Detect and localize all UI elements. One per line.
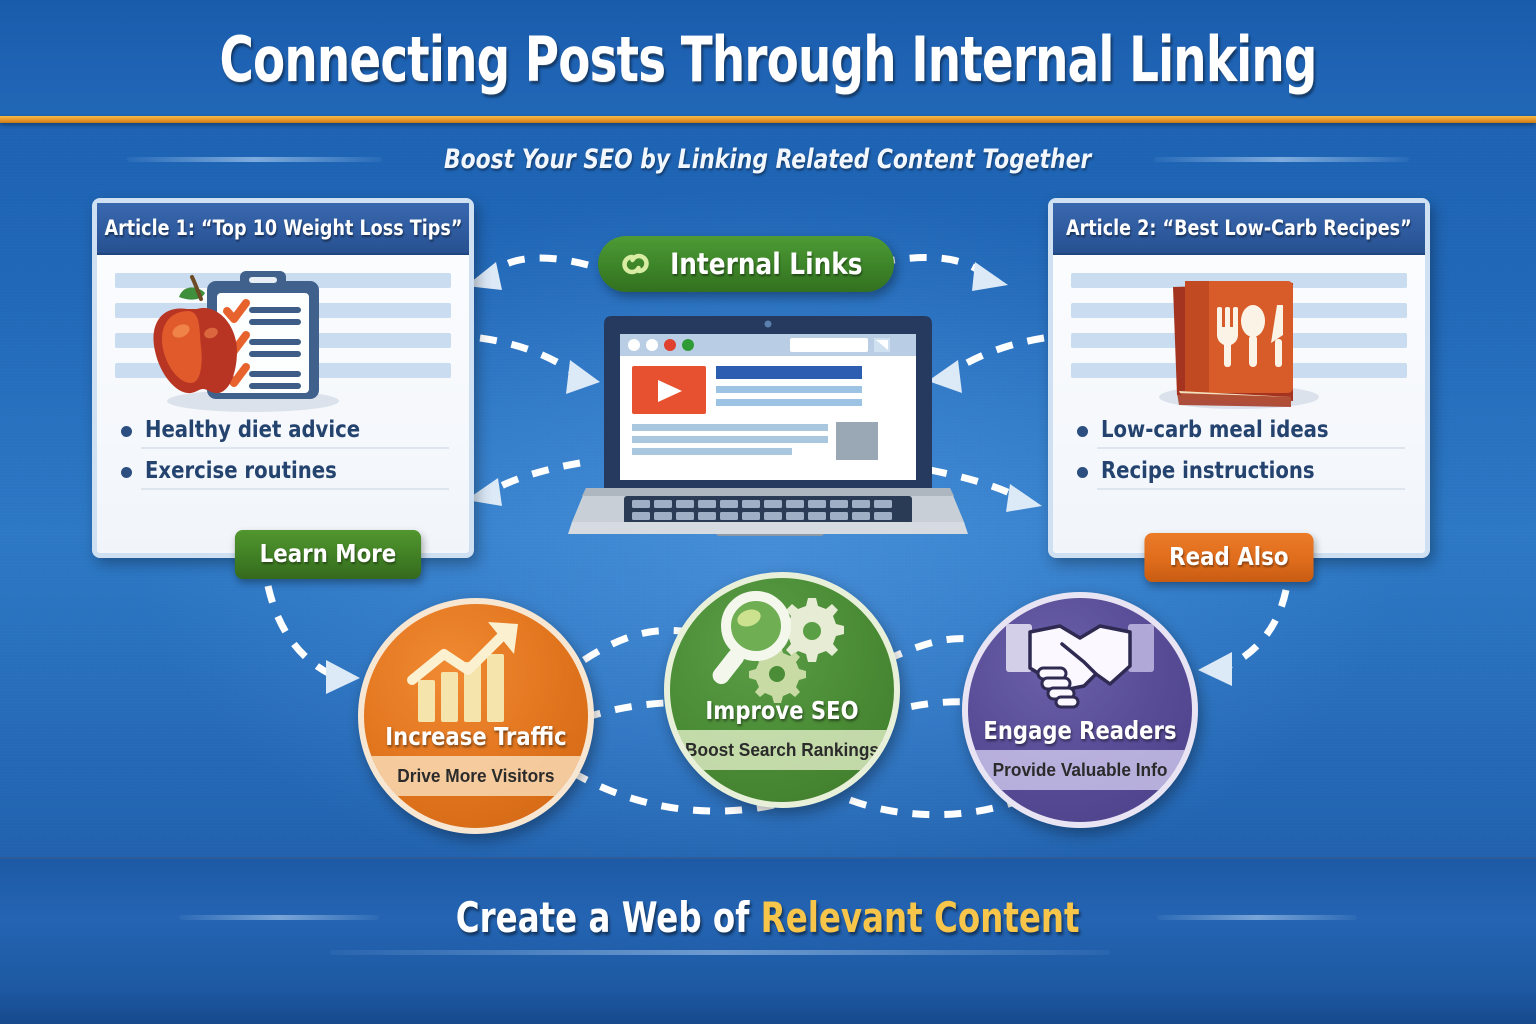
footer-rule-left: [179, 914, 380, 920]
page-subtitle: Boost Your SEO by Linking Related Conten…: [444, 143, 1092, 175]
footer-underline: [330, 950, 1110, 955]
benefit-caption: Boost Search Rankings: [685, 739, 879, 760]
footer-text-white: Create a Web of: [456, 892, 761, 942]
header-bar: Connecting Posts Through Internal Linkin…: [0, 0, 1536, 118]
benefit-title: Increase Traffic: [385, 722, 567, 751]
article-card-2-title: Article 2: “Best Low-Carb Recipes”: [1066, 216, 1412, 240]
footer-rule-right: [1156, 914, 1357, 920]
bullet-rule: [1097, 447, 1405, 449]
arrow-head-laptop-right: [1006, 484, 1042, 512]
internal-links-label: Internal Links: [670, 247, 863, 281]
bullet-text: Exercise routines: [145, 458, 337, 484]
article-card-2-header: Article 2: “Best Low-Carb Recipes”: [1053, 203, 1425, 255]
footer-row: Create a Web of Relevant Content: [0, 887, 1536, 947]
benefit-circle-improve-seo[interactable]: Improve SEO Boost Search Rankings: [664, 572, 900, 808]
footer-tagline: Create a Web of Relevant Content: [456, 893, 1080, 942]
arrow-path-laptop-left: [488, 459, 581, 496]
chain-link-icon: [618, 248, 652, 280]
bullet-dot-icon: [1077, 467, 1088, 478]
list-item: Healthy diet advice: [119, 415, 449, 456]
arrow-head-right-engage: [1198, 652, 1232, 686]
gold-divider: [0, 116, 1536, 123]
arrow-path-seo-engage-top: [884, 635, 979, 664]
subtitle-rule-left: [127, 156, 383, 162]
bullet-dot-icon: [1077, 426, 1088, 437]
benefit-circle-increase-traffic[interactable]: Increase Traffic Drive More Visitors: [358, 598, 594, 834]
footer-banner: Create a Web of Relevant Content: [0, 857, 1536, 1024]
recipe-book-icon: [1143, 273, 1333, 413]
article-card-1[interactable]: Article 1: “Top 10 Weight Loss Tips”: [92, 198, 474, 558]
arrow-path-badge-right: [877, 254, 988, 279]
internal-links-badge[interactable]: Internal Links: [598, 236, 894, 292]
bullet-dot-icon: [121, 426, 132, 437]
arrow-head-left-traffic: [326, 660, 360, 694]
benefit-circle-engage-readers[interactable]: Engage Readers Provide Valuable Info: [962, 592, 1198, 828]
bullet-rule: [1097, 488, 1405, 490]
article-card-1-bullets: Healthy diet advice Exercise routines: [119, 415, 449, 497]
article-card-1-header: Article 1: “Top 10 Weight Loss Tips”: [97, 203, 469, 255]
benefit-caption-band: Boost Search Rankings: [670, 730, 894, 770]
benefit-title: Engage Readers: [983, 716, 1177, 745]
benefit-caption: Drive More Visitors: [397, 765, 555, 786]
article-card-2-bullets: Low-carb meal ideas Recipe instructions: [1075, 415, 1405, 497]
bullet-dot-icon: [121, 467, 132, 478]
article-card-2[interactable]: Article 2: “Best Low-Carb Recipes”: [1048, 198, 1430, 558]
arrow-path-right-engage: [1222, 589, 1290, 672]
bullet-text: Healthy diet advice: [145, 417, 361, 443]
arrow-path-left-traffic: [264, 585, 336, 680]
read-also-button[interactable]: Read Also: [1144, 533, 1314, 582]
bullet-rule: [141, 447, 449, 449]
article-card-1-title: Article 1: “Top 10 Weight Loss Tips”: [104, 216, 462, 240]
list-item: Low-carb meal ideas: [1075, 415, 1405, 456]
subtitle-rule-right: [1153, 156, 1409, 162]
benefit-caption: Provide Valuable Info: [992, 759, 1168, 780]
learn-more-button[interactable]: Learn More: [234, 530, 422, 579]
subtitle-row: Boost Your SEO by Linking Related Conten…: [0, 133, 1536, 185]
laptop-browser-illustration: [568, 310, 968, 550]
benefit-caption-band: Provide Valuable Info: [968, 750, 1192, 790]
skeleton-line: [1071, 273, 1407, 288]
arrow-path-left-laptop: [479, 334, 585, 381]
arrow-head-badge-right: [972, 262, 1008, 291]
benefit-title: Improve SEO: [705, 696, 859, 725]
bullet-rule: [141, 488, 449, 490]
page-title: Connecting Posts Through Internal Linkin…: [219, 22, 1317, 96]
benefit-caption-band: Drive More Visitors: [364, 756, 588, 796]
article-card-2-body: Low-carb meal ideas Recipe instructions: [1053, 255, 1425, 551]
bullet-text: Recipe instructions: [1101, 458, 1315, 484]
footer-text-gold: Relevant Content: [760, 892, 1080, 942]
article-card-1-body: Healthy diet advice Exercise routines: [97, 255, 469, 551]
list-item: Exercise routines: [119, 456, 449, 497]
list-item: Recipe instructions: [1075, 456, 1405, 497]
bullet-text: Low-carb meal ideas: [1101, 417, 1329, 443]
apple-clipboard-icon: [145, 263, 355, 413]
arrow-path-badge-left: [489, 254, 589, 278]
